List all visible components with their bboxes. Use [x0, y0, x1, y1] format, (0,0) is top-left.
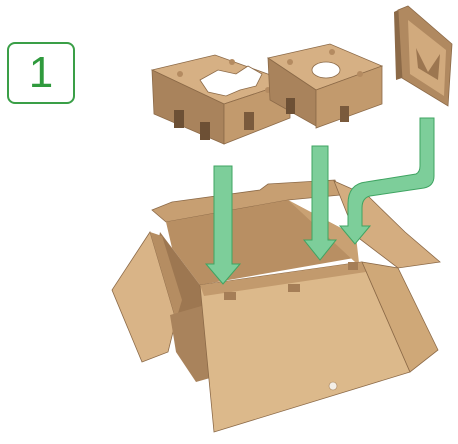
step-number-badge: 1 [7, 42, 75, 104]
left-insert-cutout [199, 65, 263, 97]
left-insert-slot-1 [174, 110, 184, 128]
left-insert [150, 54, 292, 145]
arrow-side-tray [338, 117, 435, 245]
middle-insert-pip-1 [287, 59, 293, 65]
middle-insert-oval-cutout [311, 61, 341, 79]
side-tray-insert [394, 5, 453, 107]
rim-notch-mid [288, 284, 300, 292]
middle-insert-slot-2 [340, 106, 349, 122]
tray-edge [394, 10, 402, 80]
middle-insert-pip-3 [357, 71, 363, 77]
box-front-panel-shade [200, 262, 366, 296]
middle-insert-slot-1 [286, 98, 295, 114]
left-insert-slot-2 [200, 122, 210, 140]
tray-v-notch [416, 48, 440, 80]
front-panel-hole [328, 381, 338, 391]
box-inner-right-wall [288, 200, 362, 290]
left-insert-pip-1 [177, 71, 183, 77]
arrow-middle-insert [302, 145, 338, 261]
box-left-flap-edge [150, 232, 182, 320]
left-insert-slot-3 [244, 112, 254, 130]
box-front-lower-right [361, 261, 439, 373]
insert-arrows [204, 117, 435, 285]
middle-insert [267, 43, 384, 129]
rim-notch-left [224, 292, 236, 300]
open-shipping-box [111, 179, 441, 433]
arrow-left-insert [204, 165, 242, 285]
box-left-side [170, 305, 210, 382]
left-insert-pip-2 [229, 59, 235, 65]
rim-notch-right [348, 262, 358, 270]
middle-insert-pip-2 [329, 49, 335, 55]
step-number: 1 [28, 48, 54, 97]
